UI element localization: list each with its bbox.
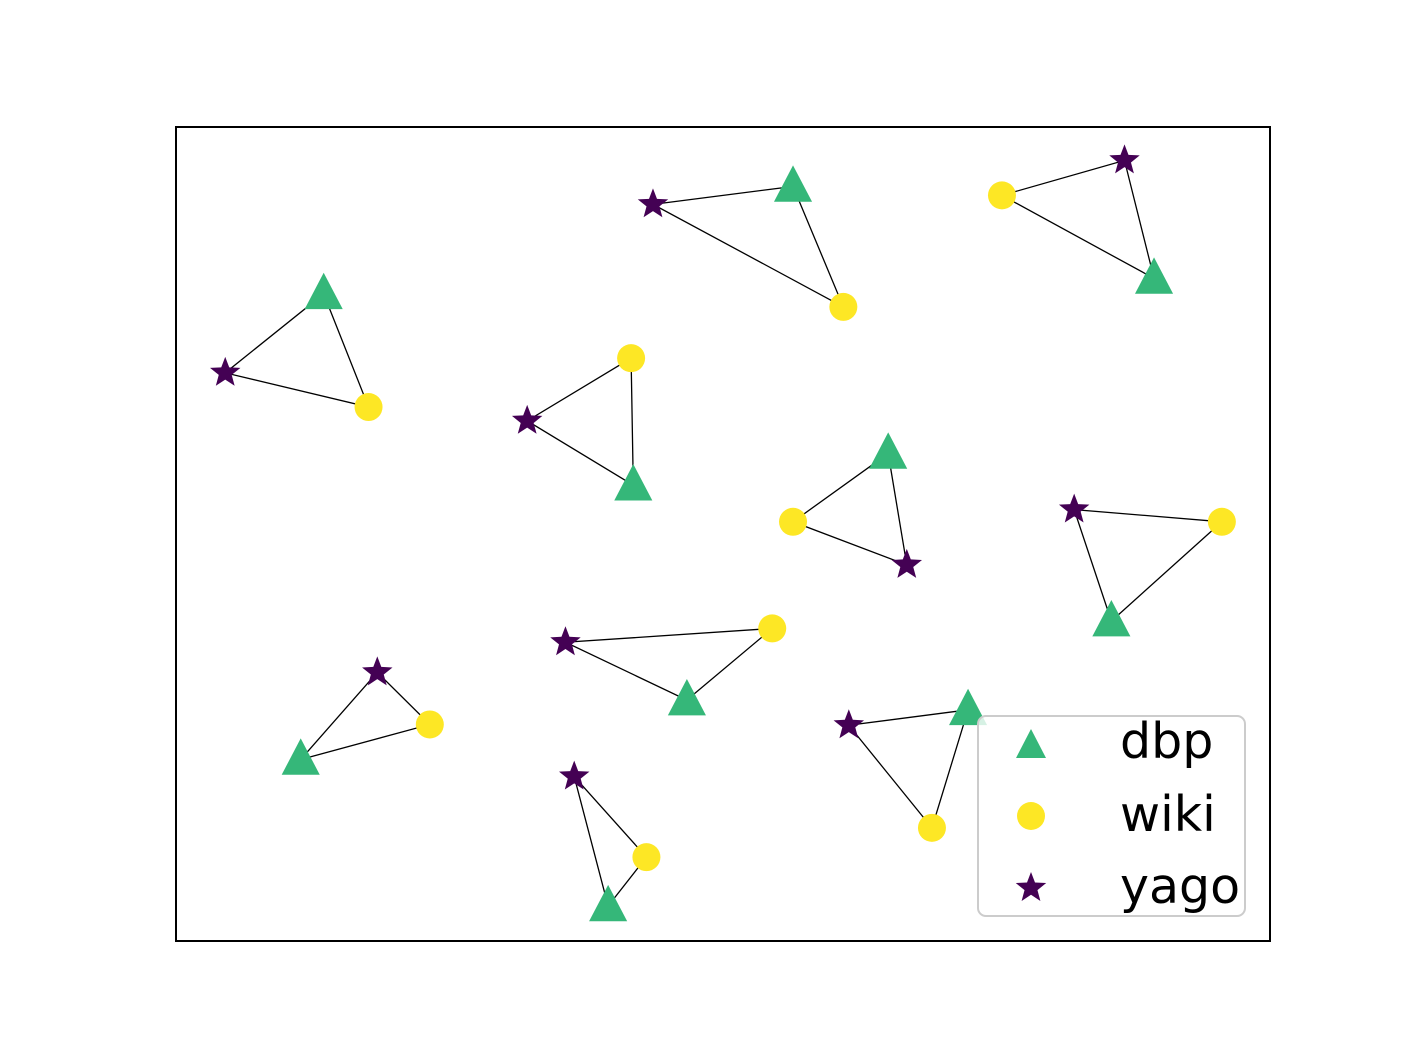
yago-marker-2 [1109, 144, 1140, 174]
wiki-marker-7 [758, 614, 787, 643]
yago-marker-1 [637, 188, 669, 218]
connection-triangle-8 [847, 709, 969, 830]
connection-triangle-4 [525, 357, 634, 487]
wiki-marker-4 [617, 344, 646, 373]
connection-triangle-10 [573, 776, 648, 908]
connection-triangle-6 [1073, 508, 1224, 623]
dbp-marker-5 [869, 432, 908, 469]
dbp-marker-7 [667, 678, 706, 716]
connection-triangle-3 [223, 292, 370, 408]
dbp-marker-1 [773, 165, 813, 202]
wiki-marker-10 [632, 843, 661, 872]
yago-marker-3 [210, 356, 241, 386]
yago-marker-10 [559, 760, 590, 790]
connection-lines [223, 159, 1224, 908]
dbp-marker-6 [1092, 600, 1131, 637]
plot-area [175, 126, 1271, 942]
legend-entry-dbp: dbp [1016, 713, 1213, 770]
wiki-marker-1 [829, 292, 858, 321]
yago-marker-5 [891, 548, 923, 578]
legend-entry-wiki: wiki [1017, 786, 1216, 843]
connection-triangle-5 [791, 452, 908, 566]
wiki-marker-2 [987, 181, 1016, 210]
dbp-marker-9 [281, 738, 320, 775]
wiki-marker-5 [779, 507, 808, 536]
wiki-marker-3 [354, 393, 383, 422]
dbp-marker-4 [614, 464, 653, 501]
yago-marker-6 [1058, 493, 1090, 523]
legend-label-wiki: wiki [1120, 786, 1216, 843]
legend-box [977, 715, 1246, 917]
wiki-marker-8 [415, 710, 444, 739]
yago-marker-7 [550, 626, 581, 656]
connection-triangle-1 [650, 185, 845, 309]
legend-star-icon [1015, 872, 1047, 901]
connection-triangle-2 [1000, 159, 1156, 280]
dbp-marker-2 [1134, 257, 1174, 294]
data-markers [210, 144, 1236, 922]
legend-triangle-icon [1016, 729, 1046, 758]
dbp-marker-3 [304, 272, 343, 310]
legend-circle-icon [1017, 802, 1045, 830]
connection-triangle-7 [562, 627, 775, 701]
yago-marker-4 [511, 404, 543, 434]
wiki-marker-9 [917, 813, 946, 842]
dbp-marker-8 [949, 688, 988, 726]
wiki-marker-6 [1207, 507, 1236, 536]
dbp-marker-10 [589, 884, 628, 922]
legend-label-yago: yago [1120, 858, 1240, 915]
yago-marker-9 [362, 656, 393, 686]
legend-label-dbp: dbp [1120, 713, 1213, 770]
legend: dbp wiki yago [977, 713, 1246, 917]
connection-triangle-9 [298, 671, 432, 761]
legend-entry-yago: yago [1015, 858, 1240, 915]
yago-marker-8 [833, 709, 865, 739]
